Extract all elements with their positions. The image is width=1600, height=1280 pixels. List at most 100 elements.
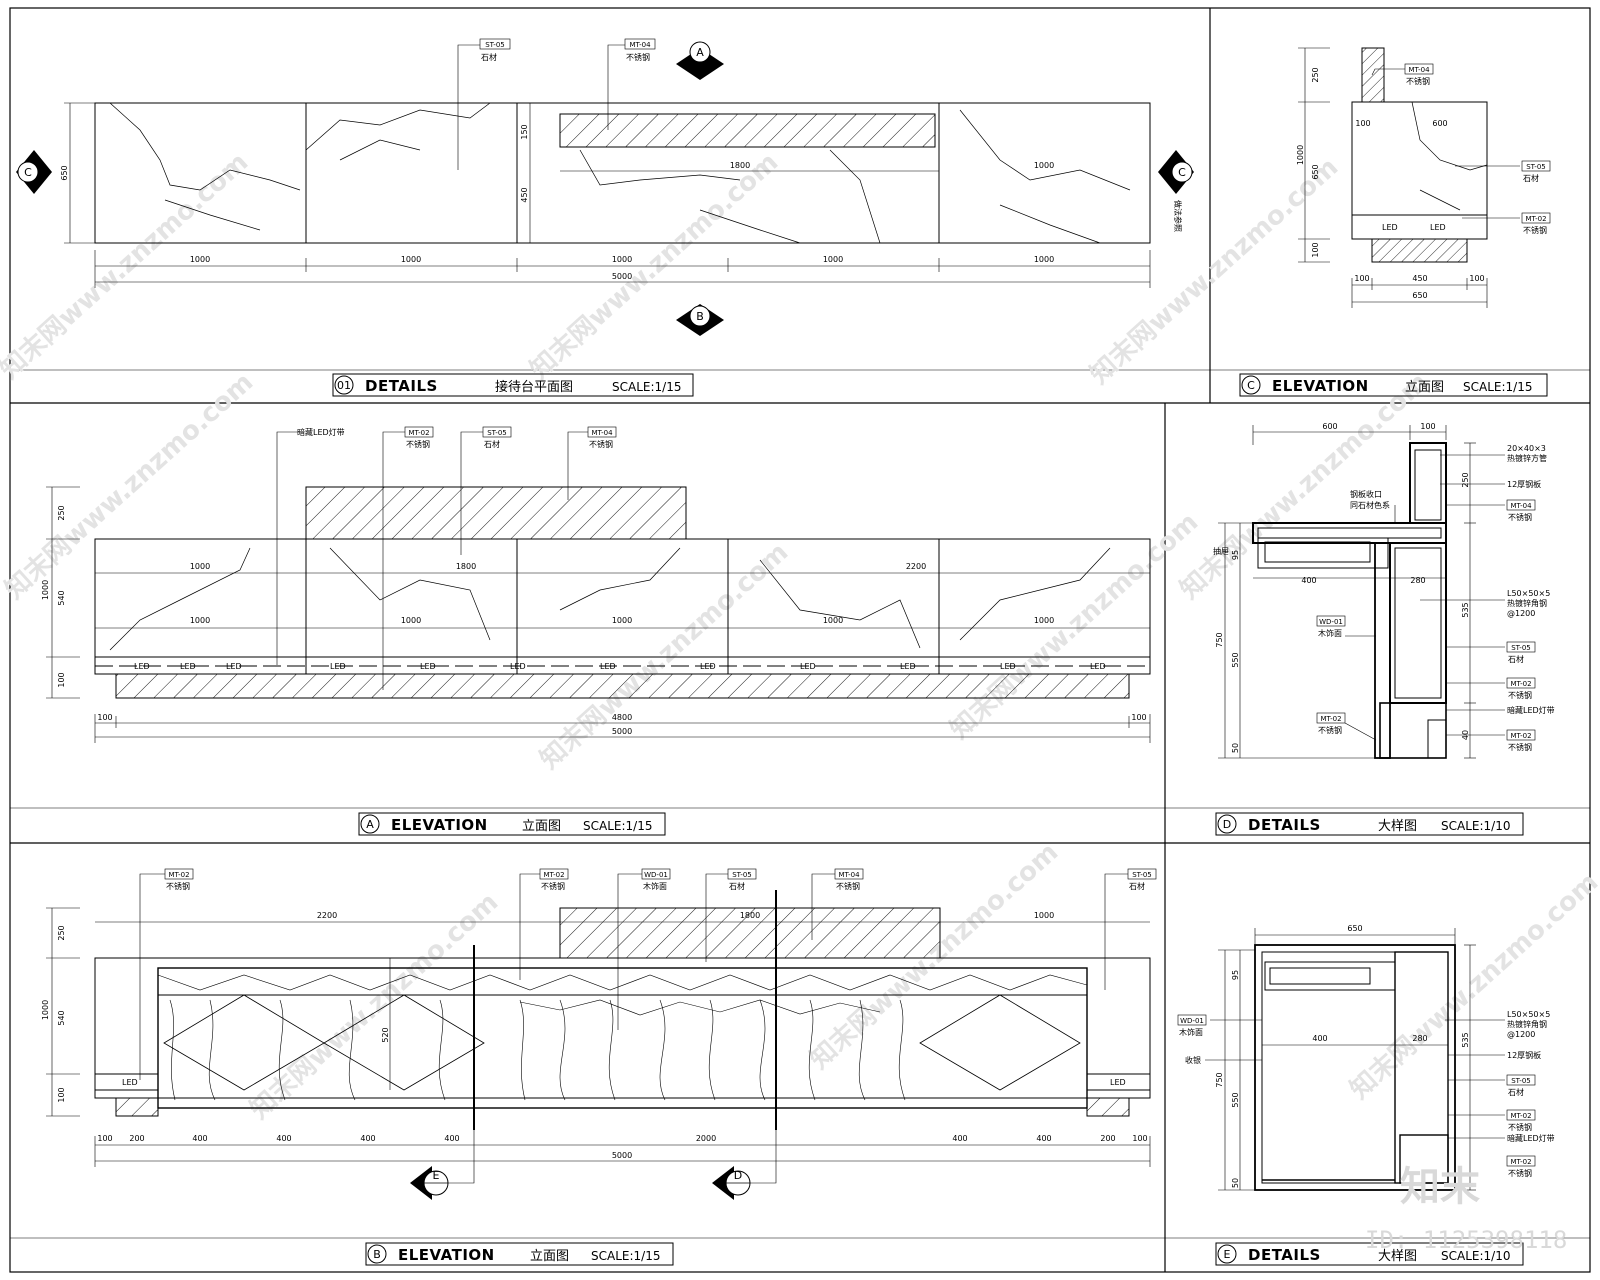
panel-c-labels: MT-04 不锈钢 ST-05 石材 MT-02 不锈钢 100 600 100… [1296,63,1551,300]
svg-text:A: A [696,46,704,59]
svg-text:2200: 2200 [906,562,926,571]
dim-label: 450 [520,187,529,202]
svg-text:LED: LED [600,662,616,671]
section-marker-e-bottom: E [410,1130,475,1200]
svg-text:LED: LED [900,662,916,671]
svg-text:4800: 4800 [612,713,632,722]
dim-label: 1000 [823,255,843,264]
svg-text:1000: 1000 [401,616,421,625]
svg-text:MT-04: MT-04 [1408,66,1430,74]
panel-e-labels: 650 400 280 95 550 750 50 535 WD-01 木饰面 … [1177,924,1555,1188]
svg-text:535: 535 [1461,602,1470,617]
svg-text:大样图: 大样图 [1378,819,1417,834]
svg-text:钢板收口: 钢板收口 [1350,489,1382,499]
svg-text:550: 550 [1231,1092,1240,1107]
title-block-d: D DETAILS 大样图 SCALE:1/10 [1215,812,1524,836]
svg-text:400: 400 [276,1134,291,1143]
svg-text:WD-01: WD-01 [1319,618,1343,626]
svg-text:750: 750 [1215,632,1224,647]
section-marker-b-bottom: B [676,304,724,336]
svg-text:石材: 石材 [729,881,745,891]
svg-text:1000: 1000 [41,580,50,600]
svg-text:DETAILS: DETAILS [1248,1246,1321,1264]
svg-text:C: C [1178,166,1186,179]
svg-text:D: D [734,1169,742,1182]
svg-text:1800: 1800 [740,911,760,920]
svg-text:LED: LED [180,662,196,671]
tag-code: MT-04 [629,41,651,49]
svg-text:LED: LED [700,662,716,671]
svg-text:2000: 2000 [696,1134,716,1143]
svg-text:95: 95 [1231,550,1240,560]
svg-text:SCALE:1/10: SCALE:1/10 [1441,819,1510,833]
svg-text:石材: 石材 [1523,173,1539,183]
svg-text:MT-02: MT-02 [1320,715,1341,723]
svg-text:100: 100 [1132,1134,1147,1143]
svg-text:1000: 1000 [41,1000,50,1020]
title-block-01: 01 DETAILS 接待台平面图 SCALE:1/15 [332,373,694,397]
svg-text:不锈钢: 不锈钢 [1508,742,1532,752]
svg-text:接待台平面图: 接待台平面图 [495,379,573,395]
svg-text:250: 250 [1461,472,1470,487]
svg-text:ST-05: ST-05 [487,429,507,437]
svg-text:400: 400 [952,1134,967,1143]
panel-d-labels: 600 100 400 280 250 535 40 750 550 95 50… [1213,422,1555,753]
panel-01-plan [64,44,1151,288]
svg-text:MT-02: MT-02 [1510,1158,1531,1166]
svg-text:550: 550 [1231,652,1240,667]
svg-text:WD-01: WD-01 [1180,1017,1204,1025]
svg-text:@1200: @1200 [1507,609,1535,618]
svg-text:100: 100 [57,1087,66,1102]
svg-text:A: A [366,818,374,831]
svg-text:200: 200 [129,1134,144,1143]
svg-text:ELEVATION: ELEVATION [391,816,488,834]
svg-text:20×40×3: 20×40×3 [1507,444,1546,453]
svg-text:400: 400 [1301,576,1316,585]
svg-text:MT-04: MT-04 [838,871,860,879]
svg-text:1000: 1000 [823,616,843,625]
svg-text:200: 200 [1100,1134,1115,1143]
svg-text:1000: 1000 [1034,616,1054,625]
svg-text:L50×50×5: L50×50×5 [1507,589,1550,598]
svg-text:石材: 石材 [1508,654,1524,664]
svg-text:DETAILS: DETAILS [1248,816,1321,834]
title-block-b: B ELEVATION 立面图 SCALE:1/15 [365,1242,674,1266]
sheet-frame [9,7,1591,1273]
svg-text:LED: LED [420,662,436,671]
side-note: 做法参照 [1173,200,1183,232]
section-marker-a-top: A [676,41,724,80]
svg-text:250: 250 [1311,67,1320,82]
section-marker-c-right: C [1158,150,1194,194]
svg-text:520: 520 [381,1027,390,1042]
svg-text:LED: LED [330,662,346,671]
svg-text:LED: LED [122,1078,138,1087]
svg-text:DETAILS: DETAILS [365,377,438,395]
svg-text:100: 100 [97,713,112,722]
svg-text:400: 400 [192,1134,207,1143]
svg-text:石材: 石材 [1508,1087,1524,1097]
svg-text:5000: 5000 [612,1151,632,1160]
svg-text:540: 540 [57,1010,66,1025]
svg-text:400: 400 [444,1134,459,1143]
svg-text:535: 535 [1461,1032,1470,1047]
svg-text:280: 280 [1410,576,1425,585]
svg-text:C: C [1247,379,1255,392]
svg-text:ELEVATION: ELEVATION [398,1246,495,1264]
svg-text:石材: 石材 [1129,881,1145,891]
svg-text:MT-02: MT-02 [168,871,189,879]
panel-a-labels: 1000 1800 2200 1000 1000 1000 1000 1000 … [41,426,1147,736]
svg-text:收银: 收银 [1185,1055,1201,1065]
svg-text:SCALE:1/15: SCALE:1/15 [591,1249,660,1263]
svg-text:MT-02: MT-02 [1525,215,1546,223]
svg-text:SCALE:1/15: SCALE:1/15 [583,819,652,833]
svg-text:抽屉: 抽屉 [1213,546,1229,556]
svg-text:100: 100 [1420,422,1435,431]
svg-text:ST-05: ST-05 [1526,163,1546,171]
svg-text:12厚钢板: 12厚钢板 [1507,1050,1541,1060]
svg-text:100: 100 [1355,119,1370,128]
svg-text:MT-04: MT-04 [591,429,613,437]
svg-text:40: 40 [1461,730,1470,740]
panel-a-elevation [46,431,1151,743]
svg-text:不锈钢: 不锈钢 [406,439,430,449]
